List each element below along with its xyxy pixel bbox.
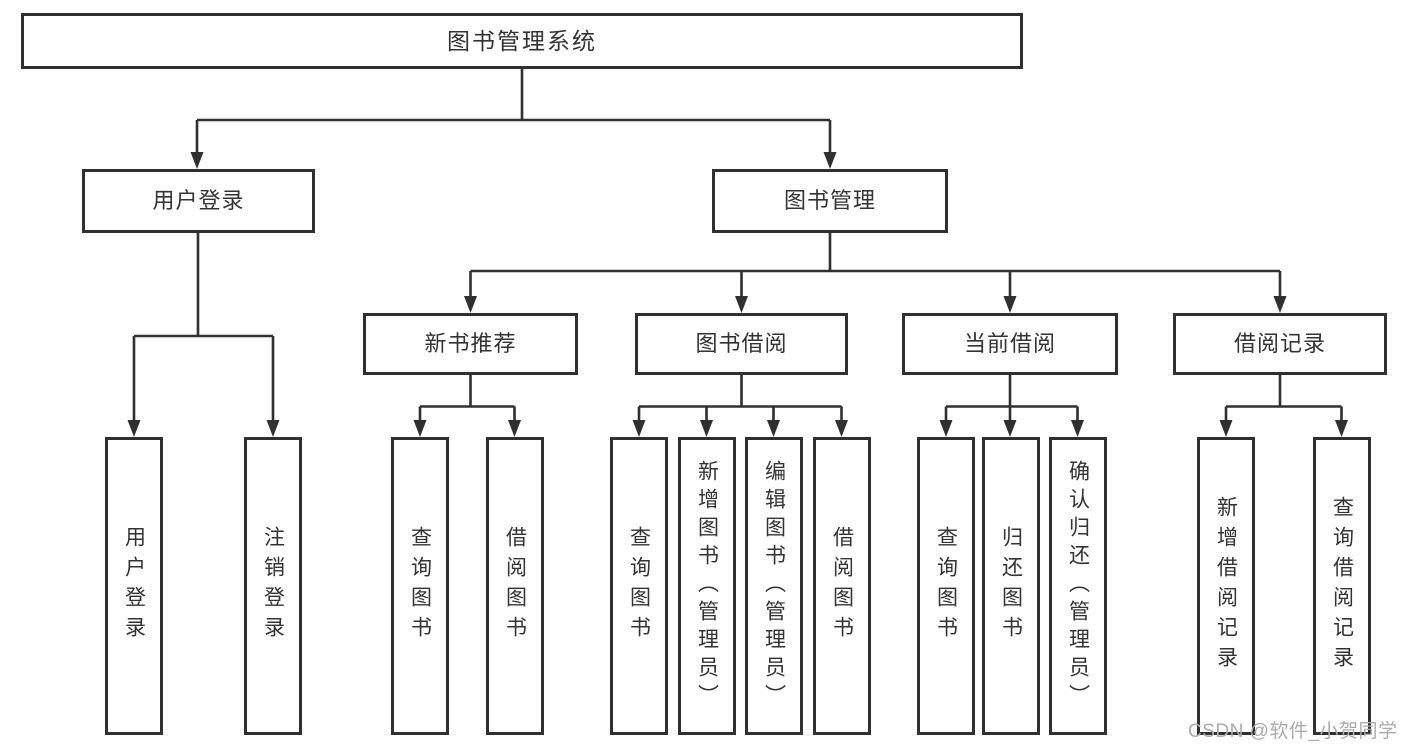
- node-user-login: 用户登录: [82, 169, 315, 233]
- leaf-user-login: 用户登录: [105, 437, 163, 735]
- csdn-watermark: CSDN @软件_小贺同学: [1188, 721, 1398, 742]
- node-current-borrow: 当前借阅: [902, 313, 1118, 375]
- node-new-book-recommend: 新书推荐: [363, 313, 578, 375]
- leaf-borrow-book: 借阅图书: [813, 437, 871, 735]
- node-borrow-records: 借阅记录: [1173, 313, 1387, 375]
- node-book-borrow: 图书借阅: [635, 313, 848, 375]
- leaf-query-book-current: 查询图书: [917, 437, 975, 735]
- leaf-query-book-borrow: 查询图书: [610, 437, 668, 735]
- leaf-add-borrow-record: 新增借阅记录: [1197, 437, 1255, 735]
- leaf-add-book-admin: 新增图书（管理员）: [678, 437, 736, 735]
- node-book-management: 图书管理: [712, 169, 948, 233]
- node-root-library-system: 图书管理系统: [21, 13, 1023, 69]
- leaf-edit-book-admin: 编辑图书（管理员）: [745, 437, 803, 735]
- leaf-query-borrow-record: 查询借阅记录: [1313, 437, 1371, 735]
- leaf-query-book-recommend: 查询图书: [391, 437, 449, 735]
- leaf-return-book: 归还图书: [982, 437, 1040, 735]
- leaf-borrow-book-recommend: 借阅图书: [486, 437, 544, 735]
- leaf-logout: 注销登录: [244, 437, 302, 735]
- leaf-confirm-return-admin: 确认归还（管理员）: [1049, 437, 1107, 735]
